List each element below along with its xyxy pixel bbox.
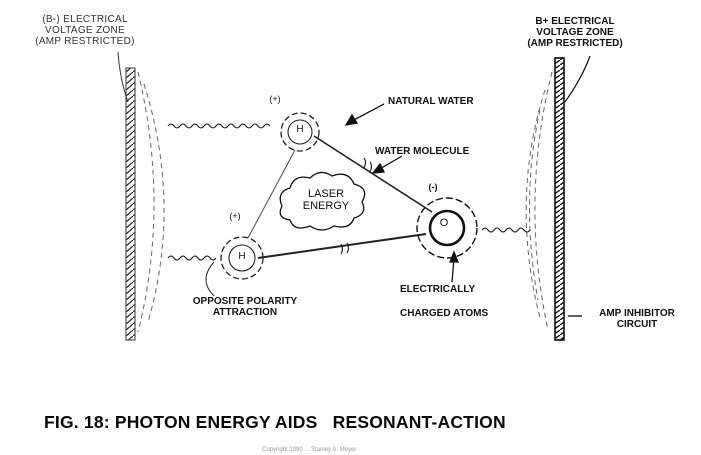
positive-electrode-plate [554,57,565,341]
positive-zone-line-1: B+ ELECTRICAL [535,16,615,27]
amp-inhibitor-line-2: CIRCUIT [616,319,658,330]
opposite-polarity-line-1: OPPOSITE POLARITY [192,296,298,307]
negative-zone-line-1: (B-) ELECTRICAL [42,14,128,25]
bond-break-marks [340,157,373,255]
positive-zone-line-3: (AMP RESTRICTED) [527,38,623,49]
amp-inhibitor-line-1: AMP INHIBITOR [599,308,675,319]
oxygen-charge: (-) [428,182,438,192]
electrically-label: ELECTRICALLY [400,284,476,295]
wavy-lines [167,123,531,261]
oxygen-atom [416,197,478,259]
charged-atoms-pointer [449,250,459,283]
laser-energy-line-2: ENERGY [302,200,350,212]
negative-electrode-plate [125,67,136,341]
positive-zone-line-2: VOLTAGE ZONE [536,27,614,38]
copyright-credit: Copyright 1990 ... Stanley A. Meyer [262,447,357,453]
left-zone-leader [117,51,129,103]
water-molecule-arrow [371,155,403,174]
oxygen-symbol: O [439,217,449,229]
opposite-polarity-label: OPPOSITE POLARITY ATTRACTION [190,296,300,318]
positive-zone-label: B+ ELECTRICAL VOLTAGE ZONE (AMP RESTRICT… [510,16,640,49]
hydrogen-bottom-charge: (+) [229,211,241,221]
laser-energy-line-1: LASER [307,188,345,200]
hydrogen-top-charge: (+) [269,94,281,104]
field-lines [137,71,553,333]
hydrogen-bottom-symbol: H [238,251,246,262]
laser-energy-cloud [279,171,366,231]
natural-water-arrow [344,103,385,126]
natural-water-label: NATURAL WATER [388,96,474,107]
water-molecule-label: WATER MOLECULE [375,146,470,157]
negative-zone-line-2: VOLTAGE ZONE [45,25,125,36]
hydrogen-atom-top [280,112,320,152]
opposite-polarity-line-2: ATTRACTION [212,307,278,318]
hydrogen-top-symbol: H [296,124,304,135]
negative-zone-label: (B-) ELECTRICAL VOLTAGE ZONE (AMP RESTRI… [20,14,150,47]
hydrogen-atom-bottom [220,236,264,280]
negative-zone-line-3: (AMP RESTRICTED) [35,36,135,47]
laser-energy-label: LASER ENERGY [296,188,356,212]
figure-caption: FIG. 18: PHOTON ENERGY AIDS RESONANT-ACT… [44,412,506,432]
opposite-polarity-pointer [205,261,215,297]
amp-inhibitor-label: AMP INHIBITOR CIRCUIT [582,308,692,330]
charged-atoms-label: CHARGED ATOMS [400,308,489,319]
right-zone-leader [564,55,591,103]
